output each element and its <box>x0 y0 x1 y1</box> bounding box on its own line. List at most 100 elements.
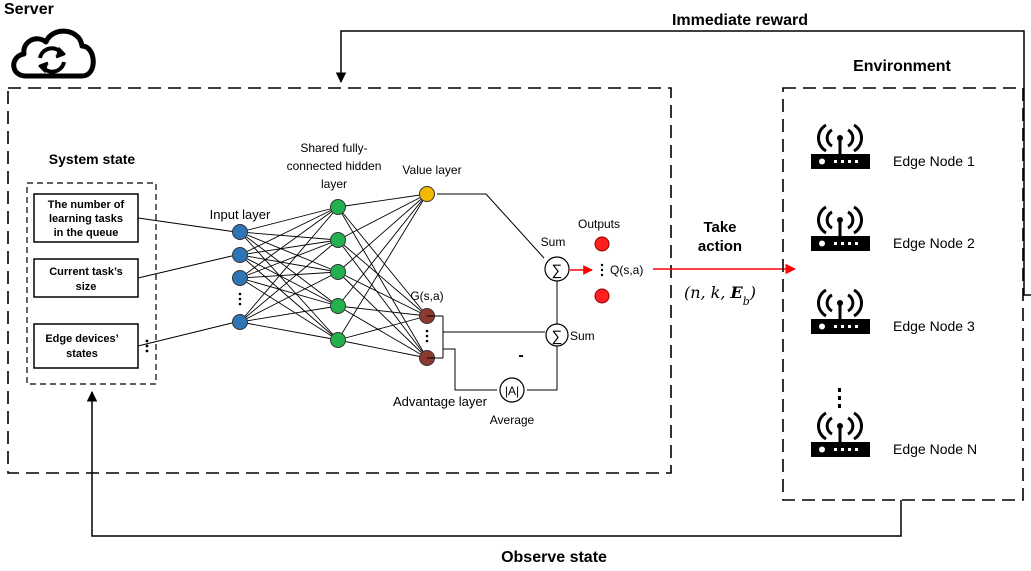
sum-node-top <box>544 256 570 282</box>
network-nodes <box>232 186 435 366</box>
edge-node-label: Edge Node 2 <box>893 235 975 251</box>
advantage-layer-label: Advantage layer <box>393 394 488 409</box>
input-node-3 <box>232 270 248 286</box>
hidden-advantage-edge <box>337 339 428 359</box>
input-hidden-edge <box>239 277 339 307</box>
value-layer-label: Value layer <box>402 163 461 177</box>
server-box <box>7 87 672 474</box>
hidden-advantage-edge <box>337 206 428 359</box>
minus-sign: - <box>518 347 523 364</box>
edge-node-2: Edge Node 2 <box>811 205 975 251</box>
input-layer-label: Input layer <box>210 207 271 222</box>
input-hidden-edge <box>239 206 339 233</box>
input-hidden-edge <box>239 254 339 273</box>
abs-a-label: |A| <box>505 384 519 398</box>
take-action-label-line2: action <box>698 238 742 255</box>
take-action-label-line1: Take <box>703 219 736 236</box>
state-box-edge-devices-line2: states <box>66 348 98 360</box>
g-sa-label: G(s,a) <box>410 289 443 303</box>
hidden-advantage-edge <box>337 206 428 317</box>
hidden-layer-label-line3: layer <box>321 177 347 191</box>
output-node-1 <box>594 236 610 252</box>
input-node-1 <box>232 224 248 240</box>
stream-lines <box>427 193 558 391</box>
wifi-router-icon <box>811 288 870 334</box>
wifi-router-icon <box>811 411 870 457</box>
input-ellipsis-icon <box>238 292 242 306</box>
edge-node-label: Edge Node 1 <box>893 153 975 169</box>
sum-node-bottom <box>545 323 569 347</box>
edge-node-label: Edge Node 3 <box>893 318 975 334</box>
edge-node-1: Edge Node 1 <box>811 123 975 169</box>
state-box-task-size-line2: size <box>76 281 97 293</box>
hidden-node-5 <box>330 332 346 348</box>
input-hidden-edge <box>239 271 339 279</box>
hidden-value-edge <box>337 193 428 273</box>
hidden-advantage-edge <box>337 271 428 359</box>
wifi-router-icon <box>811 205 870 251</box>
input-hidden-edge <box>239 231 339 307</box>
hidden-advantage-edge <box>337 305 428 317</box>
environment-title: Environment <box>853 58 951 75</box>
sum-top-sigma: ∑ <box>552 262 563 279</box>
immediate-reward-label: Immediate reward <box>672 12 808 29</box>
state-box-edge-devices <box>33 323 139 369</box>
hidden-advantage-edge <box>337 239 428 317</box>
state-box-queue-line1: The number of <box>48 199 125 211</box>
input-hidden-edge <box>239 271 339 323</box>
state-box-queue-line3: in the queue <box>54 227 119 239</box>
hidden-value-edge <box>337 193 428 241</box>
hidden-advantage-edge <box>337 271 428 317</box>
input-hidden-edge <box>239 206 339 323</box>
state-ellipsis-icon <box>145 339 149 353</box>
state-box-edge-devices-line1: Edge devices’ <box>45 333 118 345</box>
hidden-node-3 <box>330 264 346 280</box>
hidden-node-1 <box>330 199 346 215</box>
input-hidden-edge <box>239 321 339 341</box>
value-node <box>419 186 435 202</box>
hidden-advantage-edge <box>337 239 428 359</box>
outputs-label: Outputs <box>578 217 620 231</box>
input-node-4 <box>232 314 248 330</box>
input-hidden-edge <box>239 239 339 323</box>
environment-box <box>782 87 1024 501</box>
input-hidden-edge <box>239 206 339 256</box>
observe-state-label: Observe state <box>501 549 607 566</box>
hidden-node-4 <box>330 298 346 314</box>
input-hidden-edge <box>239 277 339 341</box>
state-box-queue-line2: learning tasks <box>49 213 123 225</box>
state-box-task-size-line1: Current task’s <box>49 266 123 278</box>
input-hidden-edge <box>239 206 339 279</box>
environment-ellipsis-icon <box>838 388 841 408</box>
system-state-box <box>26 182 157 385</box>
state-input-connectors <box>137 217 237 347</box>
system-state-title: System state <box>49 151 136 167</box>
edge-node-4: Edge Node N <box>811 411 977 457</box>
output-ellipsis-icon <box>600 263 604 277</box>
sum-bottom-label: Sum <box>570 329 595 343</box>
hidden-value-edge <box>337 193 428 341</box>
server-title: Server <box>4 1 54 18</box>
network-connections <box>239 193 428 359</box>
advantage-ellipsis-icon <box>425 329 429 343</box>
input-hidden-edge <box>239 231 339 341</box>
hidden-advantage-edge <box>337 305 428 359</box>
sum-top-label: Sum <box>541 235 566 249</box>
input-node-2 <box>232 247 248 263</box>
edge-node-label: Edge Node N <box>893 441 977 457</box>
hidden-node-2 <box>330 232 346 248</box>
input-hidden-edge <box>239 239 339 256</box>
q-sa-label: Q(s,a) <box>610 263 643 277</box>
hidden-layer-label-line2: connected hidden <box>287 159 382 173</box>
hidden-advantage-edge <box>337 315 428 341</box>
input-hidden-edge <box>239 305 339 323</box>
input-hidden-edge <box>239 231 339 241</box>
immediate-reward-arrow <box>335 30 1031 296</box>
observe-state-arrow <box>86 390 902 537</box>
sum-bottom-sigma: ∑ <box>552 328 563 345</box>
wifi-router-icon <box>811 123 870 169</box>
cloud-sync-icon <box>11 28 96 79</box>
input-hidden-edge <box>239 239 339 279</box>
hidden-value-edge <box>337 193 428 208</box>
